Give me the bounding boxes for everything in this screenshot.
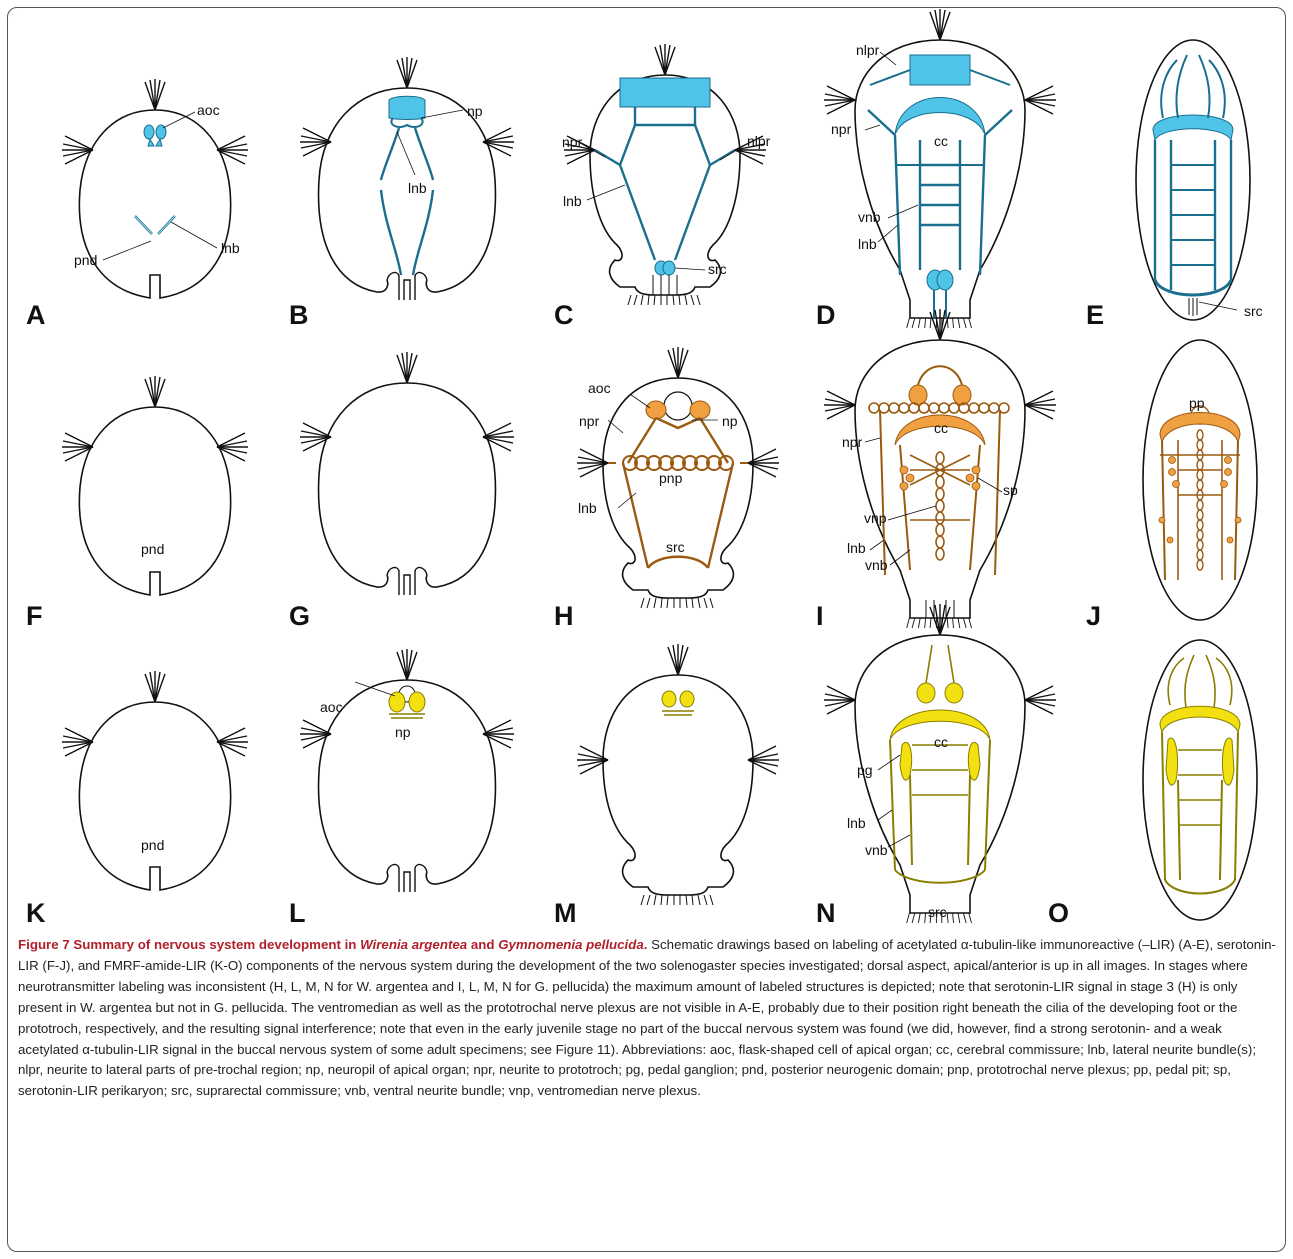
caption-title-and: and <box>467 937 498 952</box>
panel-label-g: G <box>289 601 310 631</box>
panel-b-drawing <box>300 57 514 300</box>
label-n-vnb: vnb <box>865 842 888 858</box>
caption-species-1: Wirenia argentea <box>360 937 467 952</box>
panel-label-f: F <box>26 601 43 631</box>
label-c-src: src <box>708 261 727 277</box>
panel-i-drawing <box>824 309 1056 628</box>
label-h-npr: npr <box>579 413 600 429</box>
label-i-vnb: vnb <box>865 557 888 573</box>
label-i-vnp: vnp <box>864 510 887 526</box>
label-d-cc: cc <box>934 133 948 149</box>
label-j-pp: pp <box>1189 395 1205 411</box>
panel-l-drawing <box>300 649 514 892</box>
label-a-aoc: aoc <box>197 102 220 118</box>
label-f-pnd: pnd <box>141 541 164 557</box>
panel-j-drawing <box>1143 340 1257 620</box>
label-h-src: src <box>666 539 685 555</box>
caption-title-prefix: Figure 7 Summary of nervous system devel… <box>18 937 360 952</box>
panel-label-l: L <box>289 898 306 928</box>
label-n-pg: pg <box>857 762 873 778</box>
panel-label-i: I <box>816 601 824 631</box>
panel-label-o: O <box>1048 898 1069 928</box>
panel-label-h: H <box>554 601 574 631</box>
label-l-np: np <box>395 724 411 740</box>
caption-body: Schematic drawings based on labeling of … <box>18 937 1276 1098</box>
label-h-np: np <box>722 413 738 429</box>
panel-label-a: A <box>26 300 46 330</box>
panel-label-m: M <box>554 898 577 928</box>
label-d-nlpr: nlpr <box>856 42 880 58</box>
label-b-np: np <box>467 103 483 119</box>
panel-c-drawing <box>564 44 766 305</box>
panel-f-drawing <box>62 376 248 595</box>
panel-e-drawing <box>1136 40 1250 320</box>
label-i-npr: npr <box>842 434 863 450</box>
panel-m-drawing <box>577 644 779 905</box>
label-l-aoc: aoc <box>320 699 343 715</box>
label-i-lnb: lnb <box>847 540 866 556</box>
label-e-src: src <box>1244 303 1263 319</box>
panel-o-drawing <box>1143 640 1257 920</box>
label-n-cc: cc <box>934 734 948 750</box>
label-h-pnp: pnp <box>659 470 683 486</box>
label-i-sp: sp <box>1003 482 1018 498</box>
label-c-npr: npr <box>562 134 583 150</box>
label-h-lnb: lnb <box>578 500 597 516</box>
panel-label-e: E <box>1086 300 1104 330</box>
label-n-src: src <box>928 904 947 920</box>
label-n-lnb: lnb <box>847 815 866 831</box>
panel-label-j: J <box>1086 601 1101 631</box>
label-a-lnb: lnb <box>221 240 240 256</box>
label-d-npr: npr <box>831 121 852 137</box>
label-a-pnd: pnd <box>74 252 97 268</box>
caption-species-2: Gymnomenia pellucida <box>498 937 644 952</box>
label-d-lnb: lnb <box>858 236 877 252</box>
label-c-nlpr: nlpr <box>747 133 771 149</box>
label-b-lnb: lnb <box>408 180 427 196</box>
panel-label-d: D <box>816 300 836 330</box>
panel-g-drawing <box>300 352 514 595</box>
label-c-lnb: lnb <box>563 193 582 209</box>
panel-label-n: N <box>816 898 836 928</box>
figure-drawing: aoc pnd lnb A np lnb B <box>0 0 1293 935</box>
label-d-vnb: vnb <box>858 209 881 225</box>
panel-label-b: B <box>289 300 309 330</box>
caption-title: Figure 7 Summary of nervous system devel… <box>18 937 647 952</box>
label-i-cc: cc <box>934 420 948 436</box>
panel-label-c: C <box>554 300 574 330</box>
panel-k-drawing <box>62 671 248 890</box>
panel-label-k: K <box>26 898 46 928</box>
figure-caption: Figure 7 Summary of nervous system devel… <box>18 935 1276 1102</box>
label-h-aoc: aoc <box>588 380 611 396</box>
label-k-pnd: pnd <box>141 837 164 853</box>
